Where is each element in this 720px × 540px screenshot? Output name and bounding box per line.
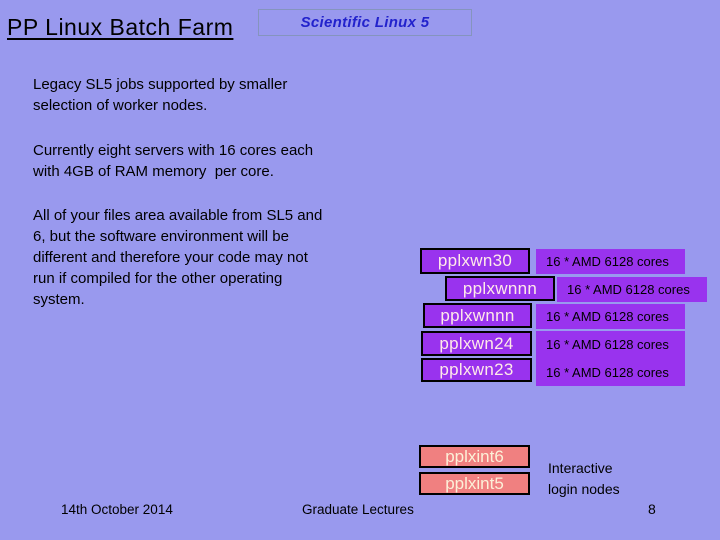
- worker-node-spec-4: 16 * AMD 6128 cores: [536, 331, 685, 358]
- worker-node-box-pplxwn30: pplxwn30: [420, 248, 530, 274]
- worker-node-spec-2: 16 * AMD 6128 cores: [557, 277, 707, 302]
- worker-node-box-pplxwn24: pplxwn24: [421, 331, 532, 356]
- footer-lecture-title: Graduate Lectures: [302, 502, 414, 517]
- login-nodes-caption: Interactive login nodes: [548, 460, 620, 497]
- footer-page-number: 8: [648, 501, 656, 517]
- footer-date: 14th October 2014: [61, 502, 173, 517]
- paragraph-servers: Currently eight servers with 16 cores ea…: [33, 142, 314, 180]
- scientific-linux-5-label: Scientific Linux 5: [300, 14, 430, 31]
- login-node-box-pplxint5: pplxint5: [419, 472, 530, 495]
- worker-node-box-pplxwn23: pplxwn23: [421, 358, 532, 382]
- worker-node-spec-1: 16 * AMD 6128 cores: [536, 249, 685, 274]
- worker-node-box-pplxwnnn-2: pplxwnnn: [423, 303, 532, 328]
- login-node-box-pplxint6: pplxint6: [419, 445, 530, 468]
- paragraph-legacy-jobs: Legacy SL5 jobs supported by smaller sel…: [33, 76, 288, 114]
- worker-node-box-pplxwnnn-1: pplxwnnn: [445, 276, 555, 301]
- worker-node-spec-5: 16 * AMD 6128 cores: [536, 358, 685, 386]
- slide-title: PP Linux Batch Farm: [7, 14, 234, 40]
- worker-node-spec-3: 16 * AMD 6128 cores: [536, 304, 685, 329]
- scientific-linux-5-box: Scientific Linux 5: [258, 9, 472, 36]
- paragraph-files-area: All of your files area available from SL…: [33, 207, 323, 308]
